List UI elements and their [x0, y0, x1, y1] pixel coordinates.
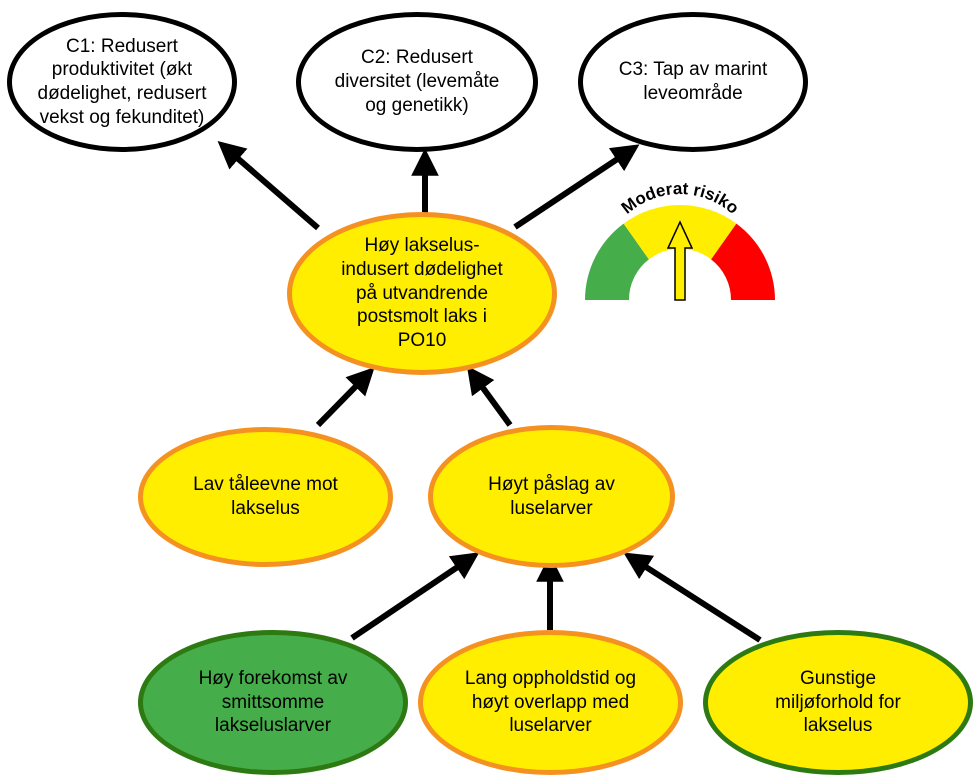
consequence-c1-label: C1: Redusert produktivitet (økt dødeligh…: [37, 35, 207, 128]
consequence-c2: C2: Redusert diversitet (levemåte og gen…: [296, 12, 538, 152]
gauge-segment-green: [585, 223, 649, 300]
arrow-conditions-to-infestation: [623, 552, 762, 643]
conditions-node: Gunstige miljøforhold for lakselus: [703, 630, 973, 775]
arrow-occurrence-to-infestation: [350, 552, 480, 641]
arrow-hazard-to-c3: [513, 144, 640, 230]
infestation-label: Høyt påslag av luselarver: [488, 473, 615, 519]
tolerance-node: Lav tåleevne mot lakselus: [138, 427, 393, 567]
hazard-label: Høy lakselus- indusert dødelighet på utv…: [341, 235, 503, 352]
residence-label: Lang oppholdstid og høyt overlapp med lu…: [464, 667, 637, 737]
residence-node: Lang oppholdstid og høyt overlapp med lu…: [418, 630, 683, 775]
consequence-c3-label: C3: Tap av marint leveområde: [618, 59, 768, 104]
arrow-hazard-to-c1: [217, 140, 320, 231]
occurrence-node: Høy forekomst av smittsomme lakseluslarv…: [138, 630, 408, 775]
hazard-node: Høy lakselus- indusert dødelighet på utv…: [287, 212, 557, 375]
consequence-c3: C3: Tap av marint leveområde: [578, 12, 808, 152]
gauge-segment-red: [711, 223, 775, 300]
risk-gauge: Moderat risiko: [585, 180, 775, 301]
arrow-infestation-to-hazard: [466, 365, 513, 427]
gauge-needle-arrow: [666, 220, 694, 301]
occurrence-label: Høy forekomst av smittsomme lakseluslarv…: [198, 667, 348, 737]
tolerance-label: Lav tåleevne mot lakselus: [193, 474, 338, 519]
consequence-c1: C1: Redusert produktivitet (økt dødeligh…: [7, 12, 237, 152]
infestation-node: Høyt påslag av luselarver: [428, 425, 675, 568]
consequence-c2-label: C2: Redusert diversitet (levemåte og gen…: [334, 47, 500, 116]
conditions-label: Gunstige miljøforhold for lakselus: [775, 667, 901, 737]
arrow-tolerance-to-hazard: [315, 367, 375, 428]
